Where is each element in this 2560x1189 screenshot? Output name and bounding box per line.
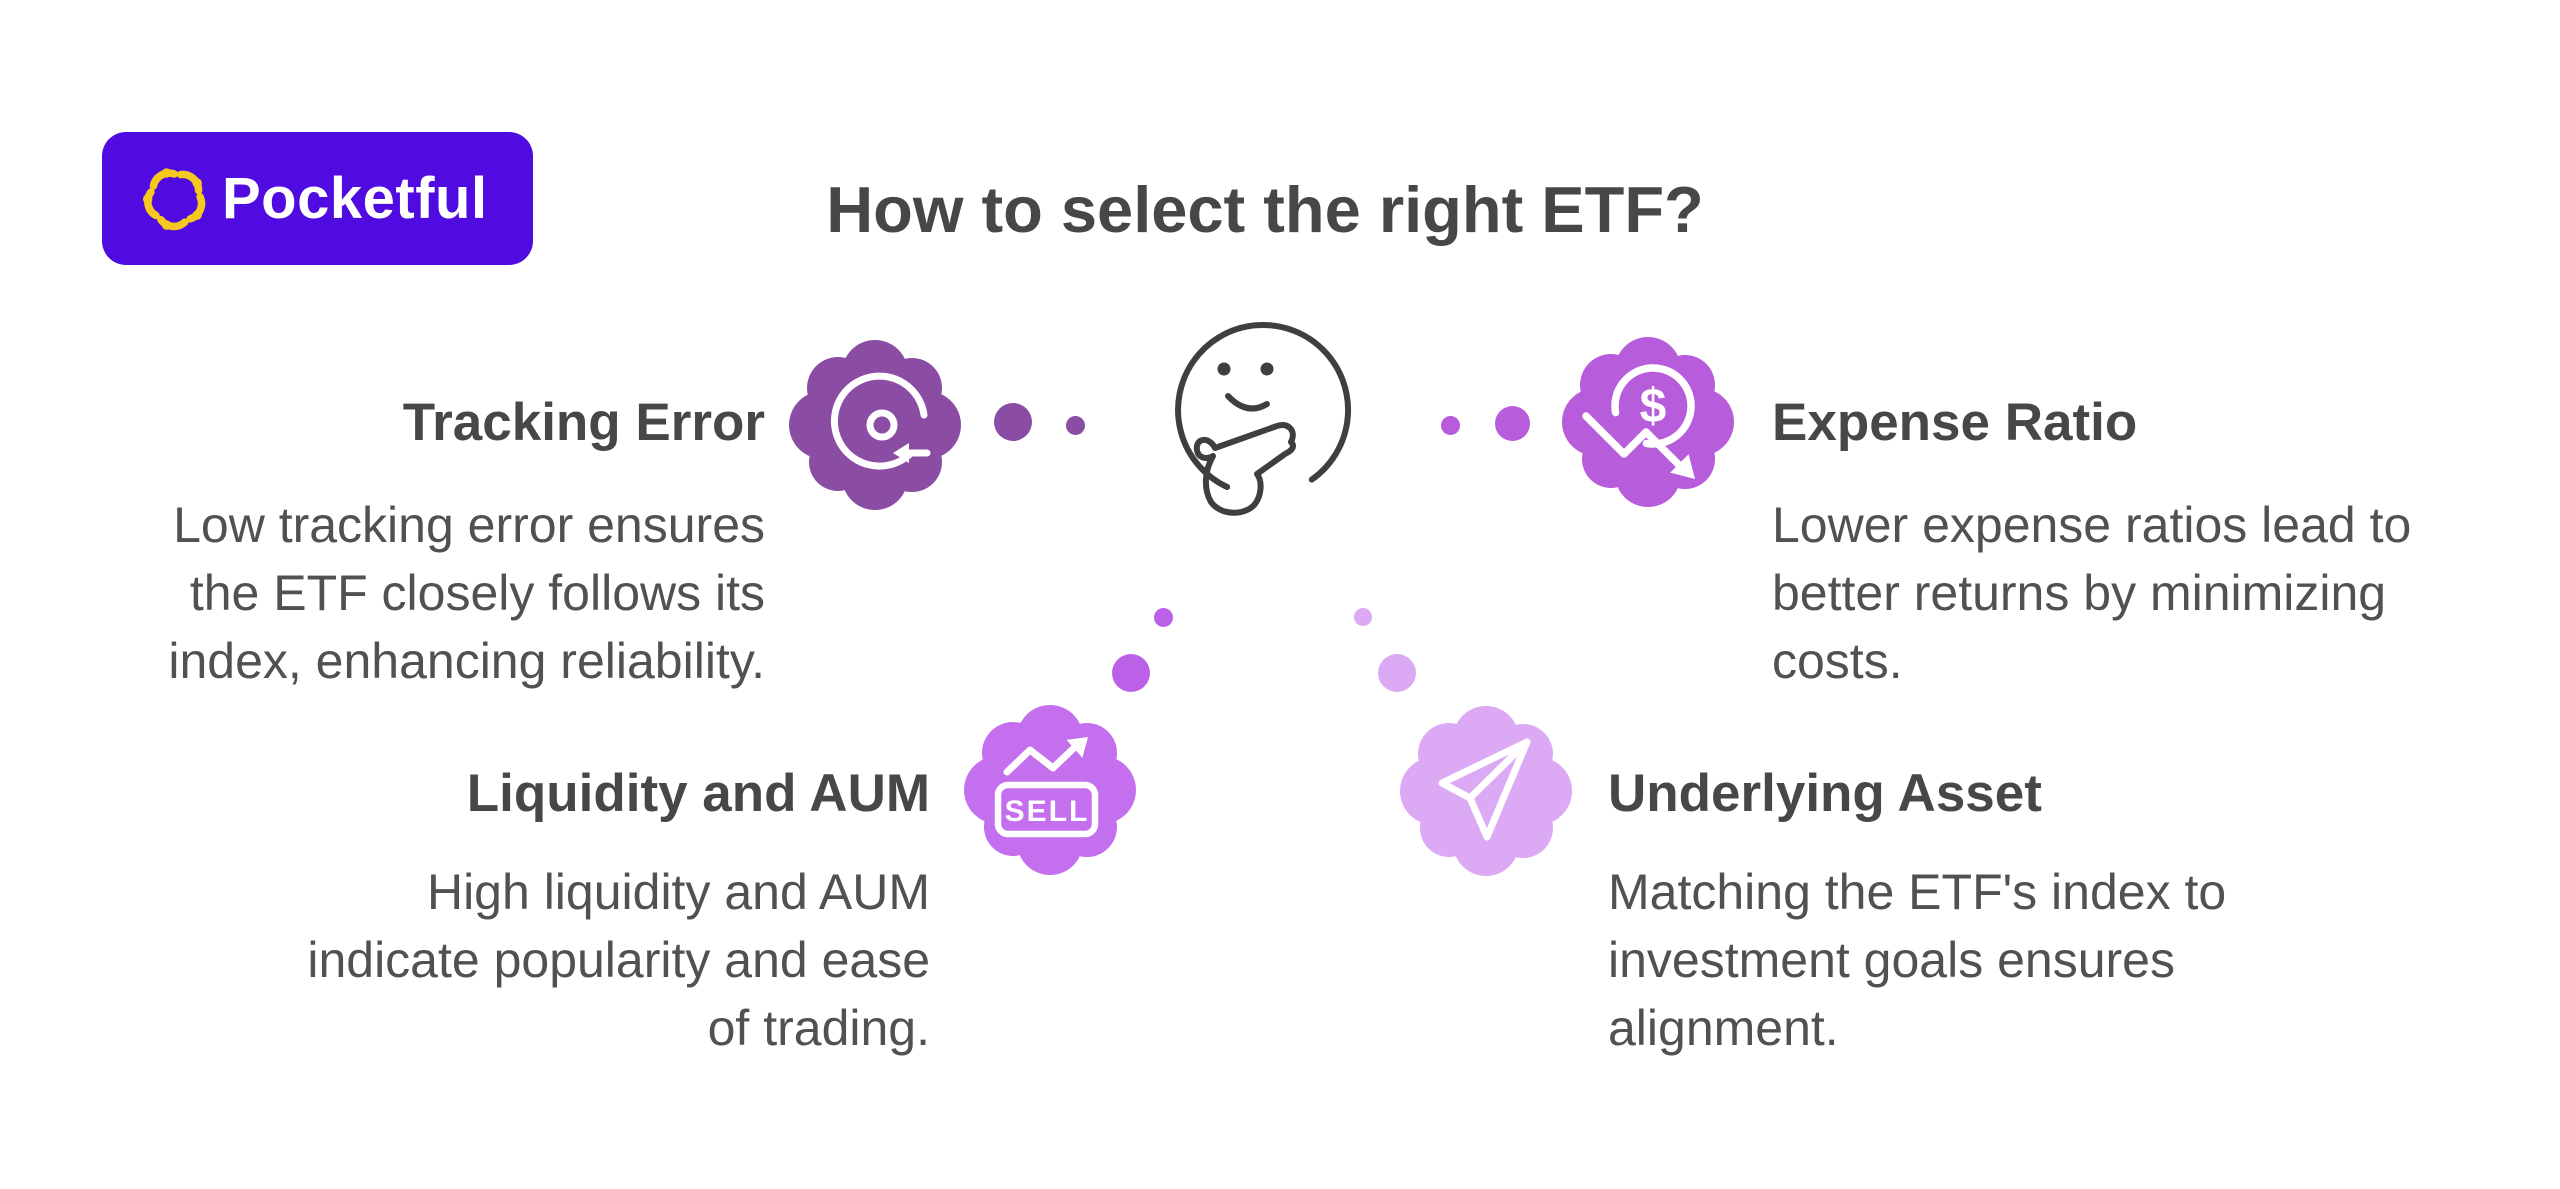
connector-dot: [994, 403, 1032, 441]
flower-icon: [142, 167, 206, 230]
section-body: Low tracking error ensures the ETF close…: [168, 497, 765, 689]
paper-plane-icon: [1400, 706, 1572, 876]
brand-name: Pocketful: [222, 166, 488, 231]
connector-dot: [1378, 654, 1416, 692]
connector-dot: [1441, 416, 1460, 435]
connector-dot: [1154, 608, 1173, 627]
page-title: How to select the right ETF?: [826, 173, 1704, 246]
connector-dot: [1495, 406, 1530, 441]
section-heading: Tracking Error: [402, 393, 765, 452]
connector-dot: [1354, 608, 1372, 626]
dollar-symbol: $: [1640, 380, 1667, 433]
connector-dot: [1112, 654, 1150, 692]
section-heading: Expense Ratio: [1772, 393, 2138, 452]
section-underlying-asset: Underlying Asset Matching the ETF's inde…: [1608, 766, 2388, 1062]
dollar-decline-arrow-icon: $: [1562, 337, 1734, 507]
section-expense-ratio: Expense Ratio Lower expense ratios lead …: [1772, 395, 2532, 695]
section-body: High liquidity and AUM indicate populari…: [307, 864, 930, 1056]
section-heading: Underlying Asset: [1608, 764, 2042, 823]
section-liquidity-aum: Liquidity and AUM High liquidity and AUM…: [130, 766, 930, 1062]
section-body: Matching the ETF's index to investment g…: [1608, 864, 2227, 1056]
sell-trend-chart-icon: SELL: [964, 705, 1136, 875]
sell-label: SELL: [1005, 795, 1090, 828]
circular-return-arrow-icon: [789, 340, 961, 510]
section-tracking-error: Tracking Error Low tracking error ensure…: [5, 395, 765, 695]
section-heading: Liquidity and AUM: [466, 764, 930, 823]
section-body: Lower expense ratios lead to better retu…: [1772, 497, 2412, 689]
connector-dot: [1066, 416, 1085, 435]
thinking-face-icon: [1175, 321, 1351, 516]
pocketful-logo: Pocketful: [102, 132, 533, 265]
